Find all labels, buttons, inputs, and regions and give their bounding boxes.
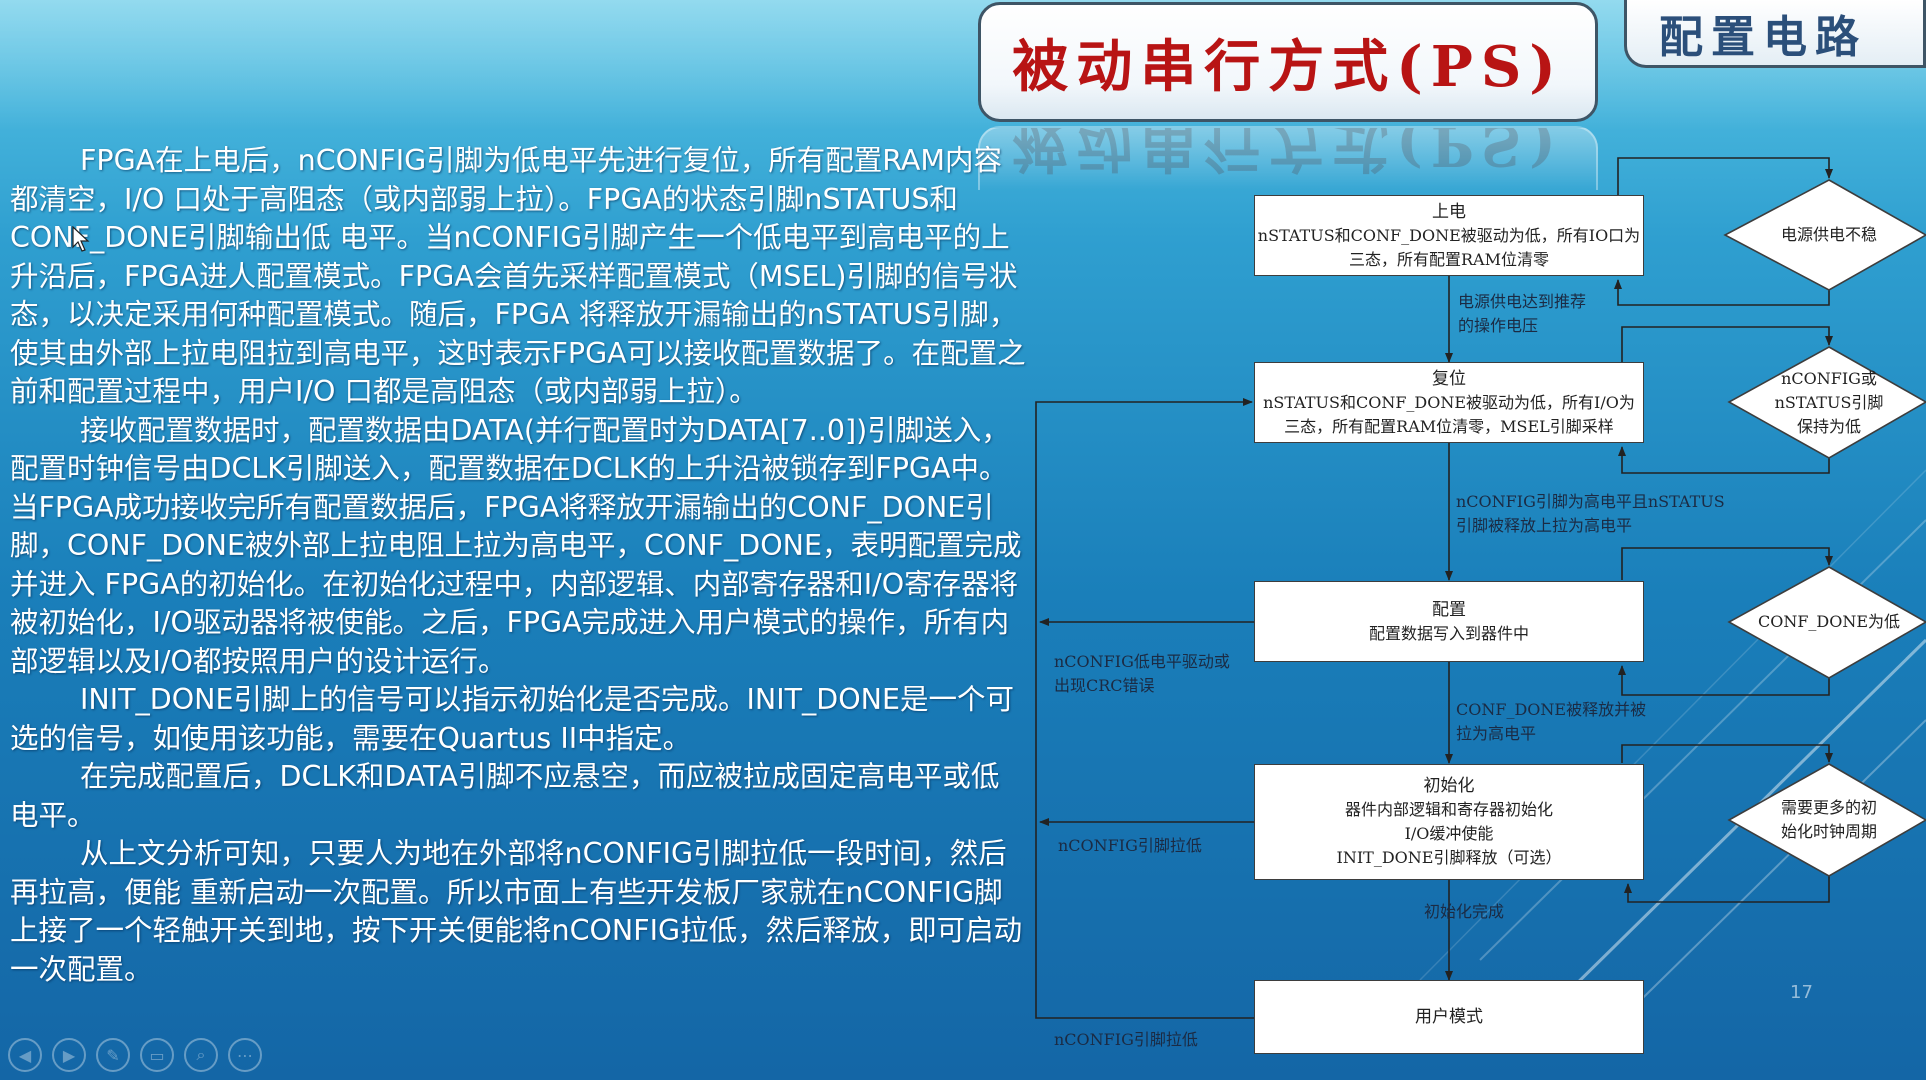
transition-label: 初始化完成 <box>1424 902 1505 921</box>
more-options-button[interactable]: ⋯ <box>228 1038 262 1072</box>
body-paragraph: 接收配置数据时，配置数据由DATA(并行配置时为DATA[7..0])引脚送入，… <box>10 413 1022 678</box>
decision-shape <box>1723 179 1926 291</box>
step-box-reset: 复位 nSTATUS和CONF_DONE被驱动为低，所有I/O为 三态，所有配置… <box>1254 362 1644 443</box>
corner-banner: 配置电路 <box>1624 0 1926 68</box>
slideshow-toolbar[interactable]: ◀ ▶ ✎ ▭ ⌕ ⋯ <box>8 1038 262 1072</box>
loop-arrow <box>1624 876 1830 903</box>
decision-conf-done-low: CONF_DONE为低 <box>1754 597 1904 647</box>
reset-return-arrow <box>1035 398 1254 1019</box>
step-box-user-mode: 用户模式 <box>1254 980 1644 1054</box>
step-box-power-up: 上电 nSTATUS和CONF_DONE被驱动为低，所有IO口为 三态，所有配置… <box>1254 195 1644 276</box>
decision-power-unstable: 电源供电不稳 <box>1754 210 1904 260</box>
reset-condition-label: nCONFIG引脚拉低 <box>1054 1030 1198 1049</box>
corner-title: 配置电路 <box>1659 11 1867 63</box>
loop-arrow <box>1621 547 1833 580</box>
decision-shape <box>1727 566 1926 679</box>
step-detail: 配置数据写入到器件中 <box>1368 623 1529 643</box>
decision-text: nCONFIG或 <box>1781 369 1877 388</box>
step-title: 复位 <box>1432 368 1466 389</box>
body-paragraph: FPGA在上电后，nCONFIG引脚为低电平先进行复位，所有配置RAM内容都清空… <box>10 144 1026 408</box>
decision-text: 保持为低 <box>1796 417 1861 436</box>
step-box-configure: 配置 配置数据写入到器件中 <box>1254 581 1644 662</box>
reset-condition-label: nCONFIG引脚拉低 <box>1058 836 1202 855</box>
slide-view-button[interactable]: ▭ <box>140 1038 174 1072</box>
next-slide-button[interactable]: ▶ <box>52 1038 86 1072</box>
transition-label: nCONFIG引脚为高电平且nSTATUS 引脚被释放上拉为高电平 <box>1456 492 1725 535</box>
step-detail: nSTATUS和CONF_DONE被驱动为低，所有IO口为 <box>1257 225 1641 245</box>
decision-text: 需要更多的初 <box>1780 798 1877 817</box>
page-number: 17 <box>1790 982 1813 1003</box>
reset-condition-label: nCONFIG低电平驱动或 出现CRC错误 <box>1054 652 1230 695</box>
decision-more-init-clocks: 需要更多的初 始化时钟周期 <box>1754 795 1904 845</box>
loop-arrow <box>1614 279 1830 306</box>
loop-arrow <box>1621 326 1833 362</box>
body-text: FPGA在上电后，nCONFIG引脚为低电平先进行复位，所有配置RAM内容都清空… <box>10 142 1026 989</box>
pen-tool-button[interactable]: ✎ <box>96 1038 130 1072</box>
transition-label: 电源供电达到推荐 的操作电压 <box>1458 292 1587 335</box>
decision-text: nSTATUS引脚 <box>1774 393 1884 412</box>
zoom-button[interactable]: ⌕ <box>184 1038 218 1072</box>
slide-title-banner: 被动串行方式(PS) <box>978 2 1598 122</box>
loop-arrow <box>1621 744 1833 763</box>
decision-nconfig-nstatus-low: nCONFIG或 nSTATUS引脚 保持为低 <box>1754 366 1904 440</box>
step-detail: INIT_DONE引脚释放（可选） <box>1336 848 1562 867</box>
step-detail: 三态，所有配置RAM位清零 <box>1349 249 1549 269</box>
step-title: 用户模式 <box>1415 1007 1483 1027</box>
slide-title: 被动串行方式(PS) <box>1012 33 1564 100</box>
loop-arrow <box>1618 665 1830 696</box>
mouse-cursor-icon <box>72 226 90 252</box>
step-title: 初始化 <box>1423 776 1475 796</box>
step-title: 上电 <box>1432 201 1466 222</box>
body-paragraph: 从上文分析可知，只要人为地在外部将nCONFIG引脚拉低一段时间，然后再拉高，便… <box>10 837 1023 986</box>
decision-text: CONF_DONE为低 <box>1757 612 1901 631</box>
decision-shape <box>1727 346 1926 459</box>
body-paragraph: 在完成配置后，DCLK和DATA引脚不应悬空，而应被拉成固定高电平或低电平。 <box>10 760 1000 832</box>
step-detail: I/O缓冲使能 <box>1404 824 1494 843</box>
body-paragraph: INIT_DONE引脚上的信号可以指示初始化是否完成。INIT_DONE是一个可… <box>10 683 1014 755</box>
step-detail: 器件内部逻辑和寄存器初始化 <box>1344 800 1553 819</box>
slide-title-reflection: 被动串行方式(PS) <box>978 126 1598 190</box>
transition-label: CONF_DONE被释放并被 拉为高电平 <box>1456 700 1647 743</box>
step-detail: 三态，所有配置RAM位清零，MSEL引脚采样 <box>1284 416 1614 436</box>
decision-text: 电源供电不稳 <box>1780 225 1877 244</box>
decision-text: 始化时钟周期 <box>1780 822 1877 841</box>
previous-slide-button[interactable]: ◀ <box>8 1038 42 1072</box>
step-box-initialize: 初始化 器件内部逻辑和寄存器初始化 I/O缓冲使能 INIT_DONE引脚释放（… <box>1254 764 1644 880</box>
step-detail: nSTATUS和CONF_DONE被驱动为低，所有I/O为 <box>1263 392 1635 412</box>
step-title: 配置 <box>1432 599 1466 620</box>
decision-shape <box>1727 763 1926 877</box>
loop-arrow <box>1618 446 1830 474</box>
